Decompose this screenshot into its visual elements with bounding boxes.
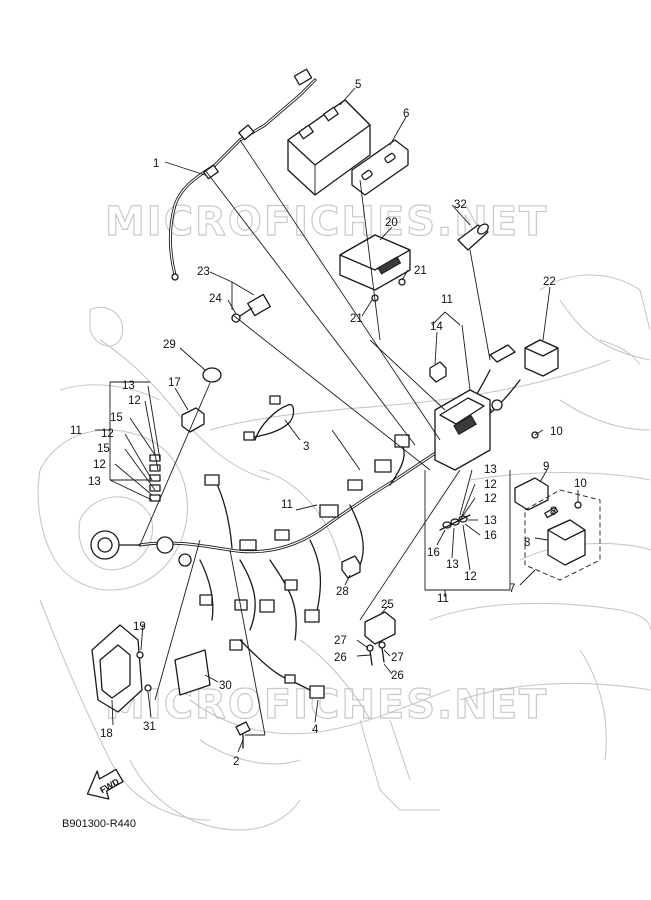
callout-24: 24 [209,293,222,305]
callout-12f: 12 [464,571,477,583]
callout-11a: 11 [441,294,453,306]
part-2-sensor [235,721,251,749]
callout-15b: 15 [97,443,110,455]
callout-13e: 13 [446,559,459,571]
part-28-connector [341,555,361,579]
part-29-clamp [202,367,222,383]
part-30-unit [174,649,211,696]
leader-lines [95,87,579,753]
part-25-sensor [364,611,396,666]
callout-15a: 15 [110,412,123,424]
callout-16b: 16 [427,547,440,559]
part-22-relay [524,339,559,377]
callout-16a: 16 [484,530,497,542]
callout-11b: 11 [70,425,82,437]
headlight-sockets [90,454,161,560]
callout-31: 31 [143,721,156,733]
part-11-main-harness [138,369,521,651]
callout-10b: 10 [574,478,587,490]
callout-25: 25 [381,599,394,611]
part-9-bracket [514,477,549,511]
part-6-battery-cover [351,139,409,196]
callout-8a: 8 [550,506,556,518]
callout-12a: 12 [128,395,141,407]
callout-26b: 26 [391,670,404,682]
part-20-control-unit [339,234,411,302]
callout-1: 1 [153,158,159,170]
callout-12c: 12 [93,459,106,471]
forward-direction-arrow: FWD [86,768,124,800]
callout-26a: 26 [334,652,347,664]
part-3-sub-harness [243,395,295,441]
callout-22: 22 [543,276,556,288]
callout-29: 29 [163,339,176,351]
callout-8b: 8 [524,537,530,549]
callout-3: 3 [303,441,309,453]
callout-28: 28 [336,586,349,598]
callout-12b: 12 [101,428,114,440]
watermark-bottom: MICROFICHES.NET [105,682,548,728]
callout-32: 32 [454,199,467,211]
callout-21a: 21 [414,265,427,277]
callout-12e: 12 [484,493,497,505]
callout-11d: 11 [437,593,449,605]
drawing-code: B901300-R440 [62,818,136,830]
part-18-housing [91,624,152,713]
callout-23: 23 [197,266,210,278]
callout-13a: 13 [122,380,135,392]
callout-27a: 27 [334,635,347,647]
callout-2: 2 [233,756,239,768]
callout-27b: 27 [391,652,404,664]
callout-13c: 13 [484,464,497,476]
callout-11c: 11 [281,499,293,511]
part-32-cap [457,223,489,251]
callout-13d: 13 [484,515,497,527]
callout-20: 20 [385,217,398,229]
callout-30: 30 [219,680,232,692]
callout-9: 9 [543,461,549,473]
callout-13b: 13 [88,476,101,488]
callout-19: 19 [133,621,146,633]
callout-12d: 12 [484,479,497,491]
part-4-sensor-wire [239,639,325,699]
callout-7: 7 [509,583,515,595]
motorcycle-ghost-outline [37,274,651,831]
callout-14: 14 [430,321,443,333]
callout-17: 17 [168,377,181,389]
part-24-connector [231,293,271,323]
part-1-battery-lead [168,68,317,281]
callout-5: 5 [355,79,361,91]
callout-numbers: 1 2 3 4 5 6 7 8 8 9 10 10 11 11 11 11 12… [70,79,587,768]
callout-10a: 10 [550,426,563,438]
part-17-coupler [181,407,205,433]
terminal-parts-right [439,514,471,531]
callout-4: 4 [312,724,319,736]
callout-18: 18 [100,728,113,740]
callout-21b: 21 [350,313,363,325]
callout-6: 6 [403,108,409,120]
